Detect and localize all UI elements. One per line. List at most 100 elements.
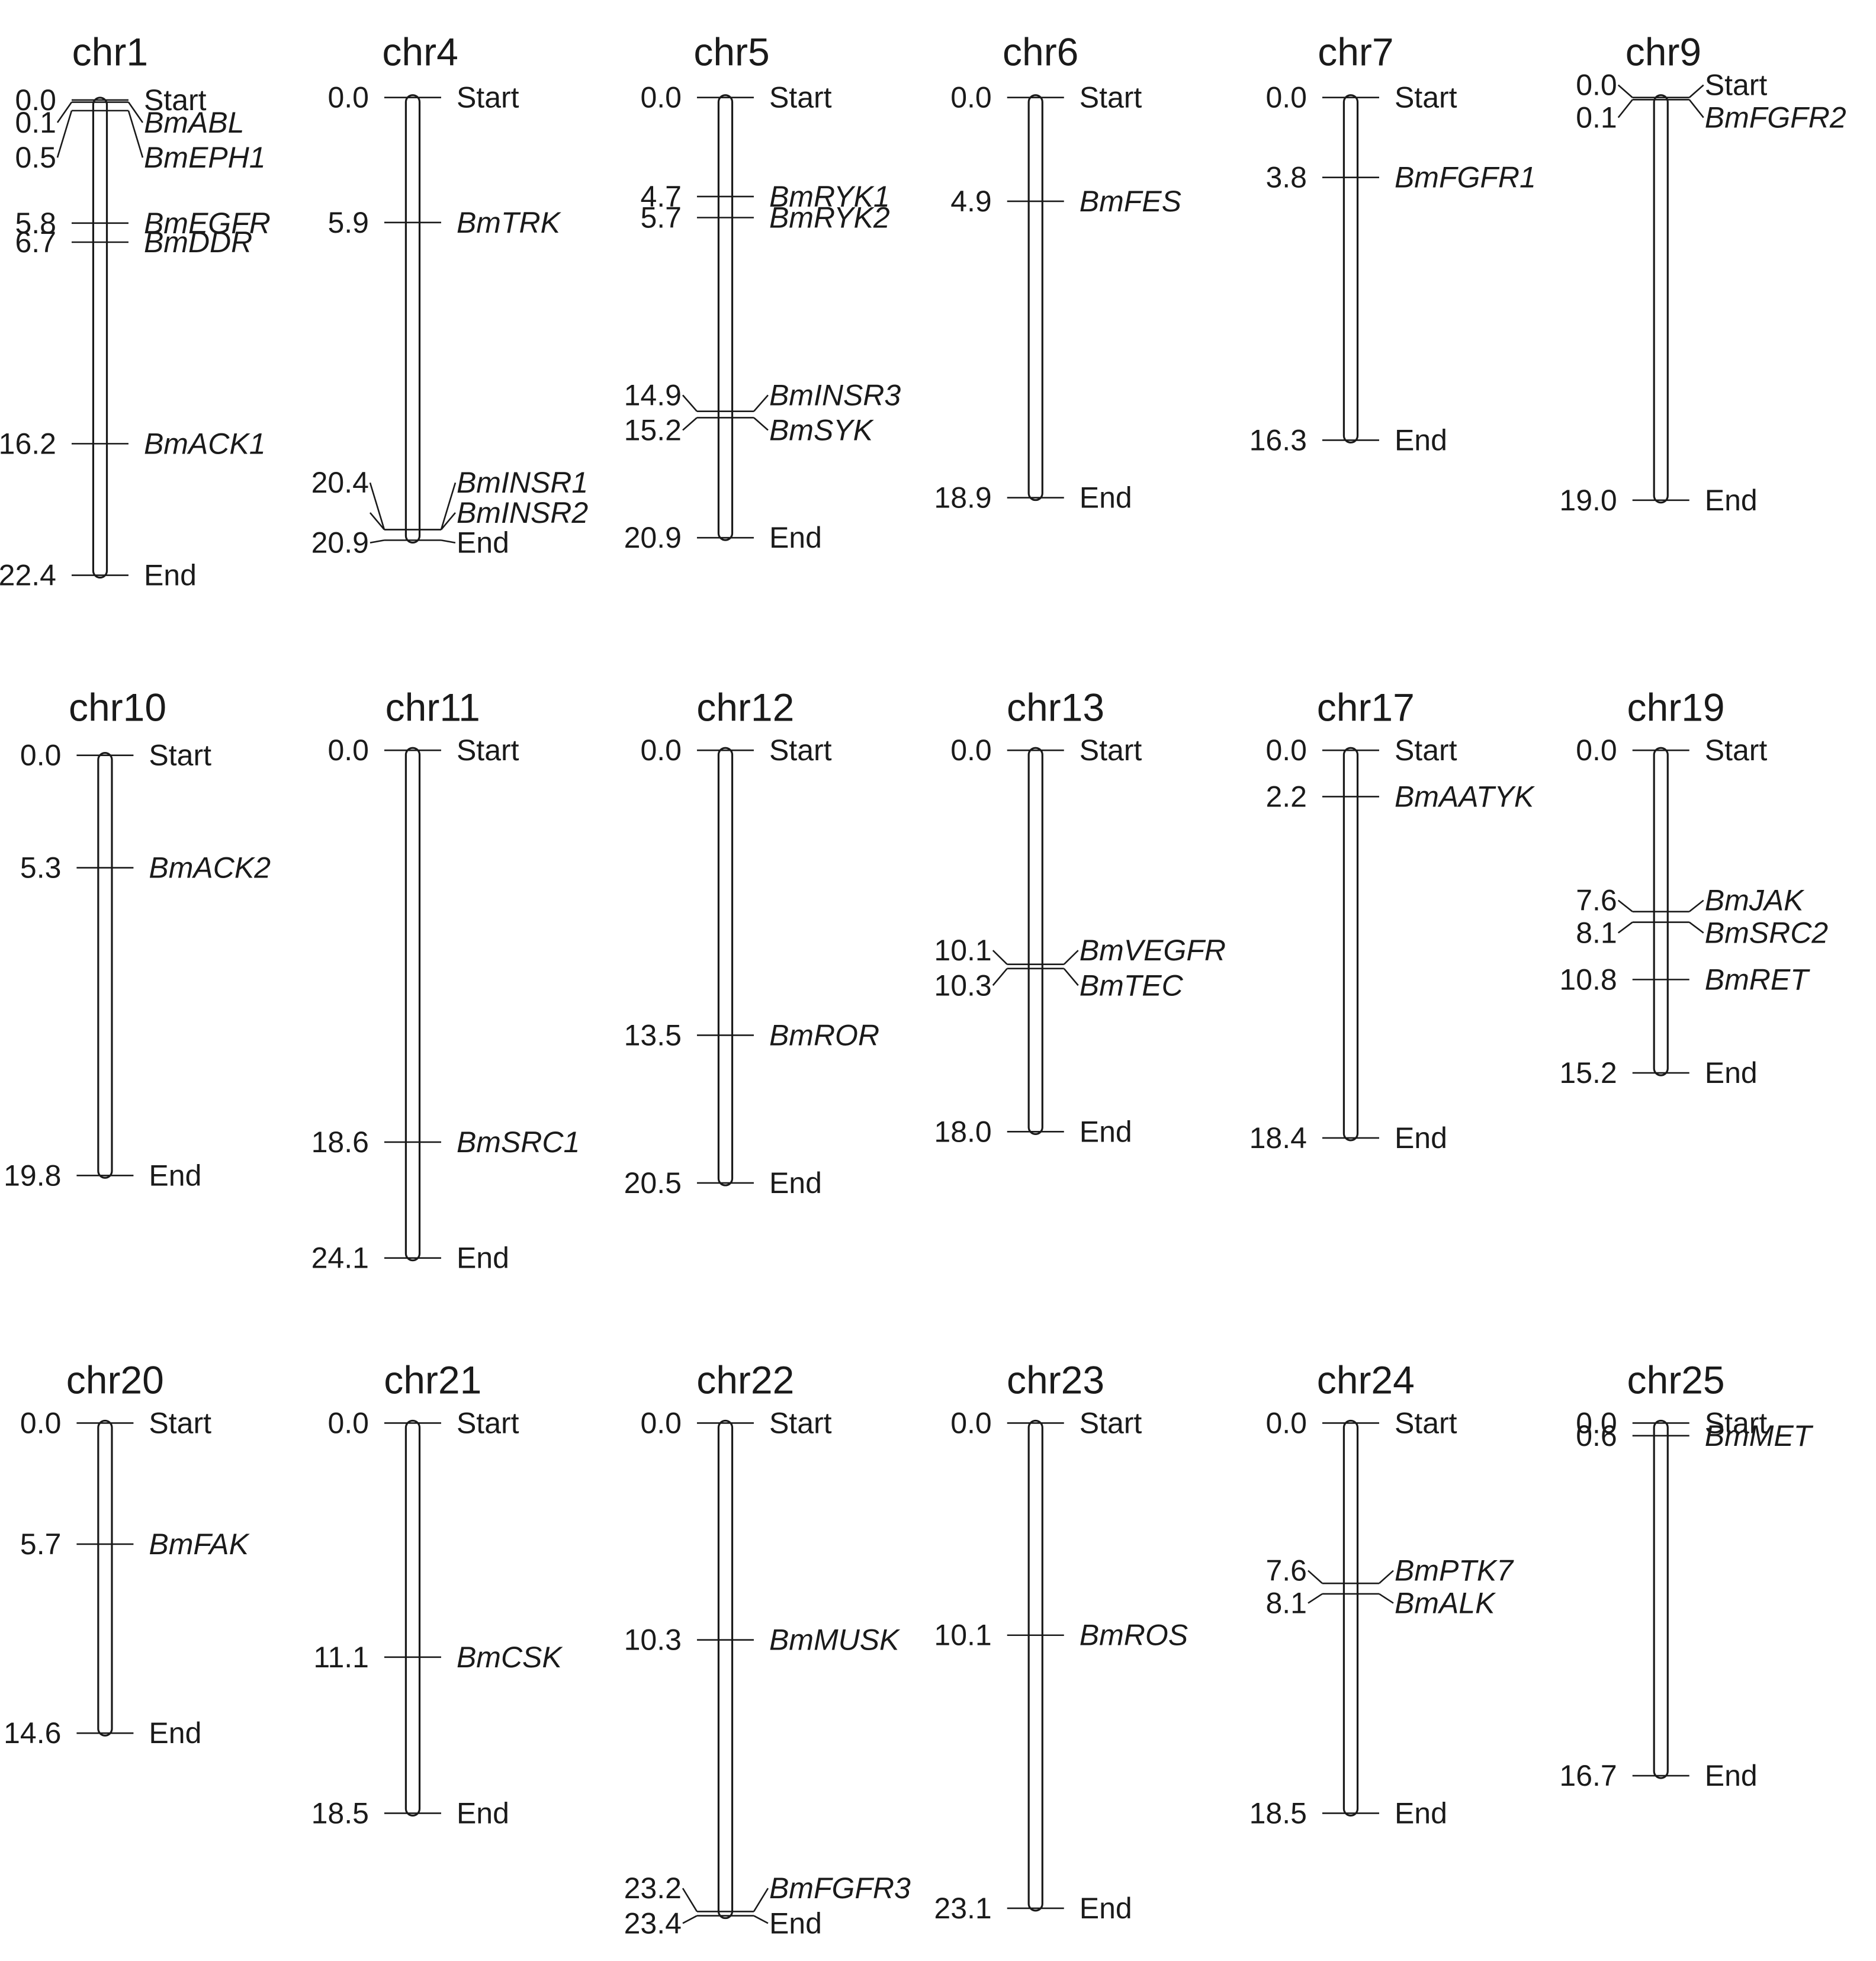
marker-position: 0.0 (1265, 734, 1307, 767)
marker-position: 18.9 (934, 481, 991, 515)
marker-position: 6.7 (15, 226, 56, 259)
gene-label: BmEGFR (144, 207, 271, 240)
marker-connector-right (753, 1915, 769, 1924)
chromosome-bar (404, 94, 421, 544)
chromosome-title: chr22 (696, 1358, 794, 1402)
gene-label: BmJAK (1705, 884, 1805, 917)
chromosome-title: chr13 (1007, 685, 1104, 729)
start-label: Start (457, 734, 519, 767)
start-label: Start (457, 1406, 519, 1439)
marker-position: 0.0 (1576, 1406, 1617, 1439)
marker-position: 20.4 (311, 466, 369, 499)
marker-connector-right (1379, 1570, 1394, 1584)
marker-connector-right (127, 110, 144, 158)
start-label: Start (1395, 81, 1457, 114)
gene-label: BmROR (769, 1018, 879, 1052)
marker-connector-left (682, 1888, 698, 1912)
marker-connector-left (1617, 99, 1633, 118)
end-label: End (457, 526, 509, 560)
chromosome-bar (717, 94, 734, 541)
marker-position: 0.0 (640, 1406, 682, 1439)
chromosome-bar (1027, 747, 1043, 1135)
end-label: End (1080, 481, 1132, 515)
chromosome-title: chr20 (66, 1358, 164, 1402)
gene-label: BmINSR3 (769, 378, 901, 412)
end-label: End (1705, 1759, 1758, 1792)
chromosome-title: chr10 (69, 685, 166, 729)
marker-connector-right (1379, 1593, 1394, 1604)
start-label: Start (769, 1406, 832, 1439)
chromosome-bar (1342, 94, 1359, 444)
marker-position: 3.8 (1265, 161, 1307, 194)
marker-position: 16.2 (0, 427, 56, 460)
marker-position: 20.9 (311, 526, 369, 560)
marker-position: 0.0 (1265, 81, 1307, 114)
gene-label: BmTRK (457, 206, 562, 239)
start-label: Start (149, 1406, 211, 1439)
gene-label: BmVEGFR (1080, 934, 1226, 967)
marker-position: 8.1 (1576, 917, 1617, 950)
marker-connector-right (1063, 950, 1079, 965)
marker-position: 2.2 (1265, 780, 1307, 813)
gene-label: BmALK (1395, 1587, 1496, 1620)
marker-position: 0.0 (1265, 1406, 1307, 1439)
marker-position: 0.0 (640, 81, 682, 114)
marker-position: 0.0 (640, 734, 682, 767)
marker-connector-left (370, 539, 385, 544)
marker-position: 10.3 (624, 1624, 682, 1657)
marker-position: 18.4 (1249, 1121, 1307, 1155)
marker-connector-right (440, 512, 456, 531)
gene-label: BmINSR1 (457, 466, 588, 499)
start-label: Start (769, 734, 832, 767)
start-label: Start (1395, 734, 1457, 767)
chromosome-bar (97, 1419, 113, 1737)
marker-position: 8.1 (1265, 1587, 1307, 1620)
marker-position: 18.5 (1249, 1796, 1307, 1830)
gene-label: BmTEC (1080, 969, 1184, 1002)
chromosome-title: chr17 (1317, 685, 1415, 729)
marker-position: 11.1 (313, 1641, 369, 1674)
chromosome-bar (1653, 1419, 1669, 1779)
gene-label: BmAATYK (1395, 780, 1536, 813)
end-label: End (1705, 1056, 1758, 1089)
chromosome-bar (1342, 747, 1359, 1142)
end-label: End (149, 1716, 201, 1750)
marker-position: 10.1 (934, 1619, 991, 1652)
chromosome-title: chr24 (1317, 1358, 1415, 1402)
end-label: End (457, 1796, 509, 1830)
gene-label: BmRET (1705, 963, 1810, 996)
marker-position: 5.8 (15, 207, 56, 240)
marker-position: 23.4 (624, 1907, 682, 1940)
end-label: End (1080, 1892, 1132, 1925)
marker-position: 5.3 (20, 851, 62, 885)
end-label: End (769, 1907, 822, 1940)
marker-position: 22.4 (0, 559, 56, 592)
marker-connector-left (369, 512, 385, 531)
chromosome-title: chr4 (382, 30, 458, 74)
end-label: End (769, 1166, 822, 1200)
end-label: End (1395, 423, 1447, 457)
marker-connector-right (753, 417, 769, 431)
marker-connector-right (1688, 84, 1704, 98)
marker-position: 16.7 (1559, 1759, 1617, 1792)
marker-position: 0.1 (15, 106, 56, 139)
gene-label: BmINSR2 (457, 496, 588, 529)
marker-connector-right (440, 482, 457, 530)
marker-position: 24.1 (311, 1242, 369, 1275)
marker-connector-right (441, 539, 456, 544)
start-label: Start (149, 739, 211, 772)
chromosome-bar (97, 752, 113, 1179)
gene-label: BmMET (1705, 1419, 1814, 1452)
end-label: End (149, 1159, 201, 1192)
chromosome-title: chr1 (72, 30, 148, 74)
